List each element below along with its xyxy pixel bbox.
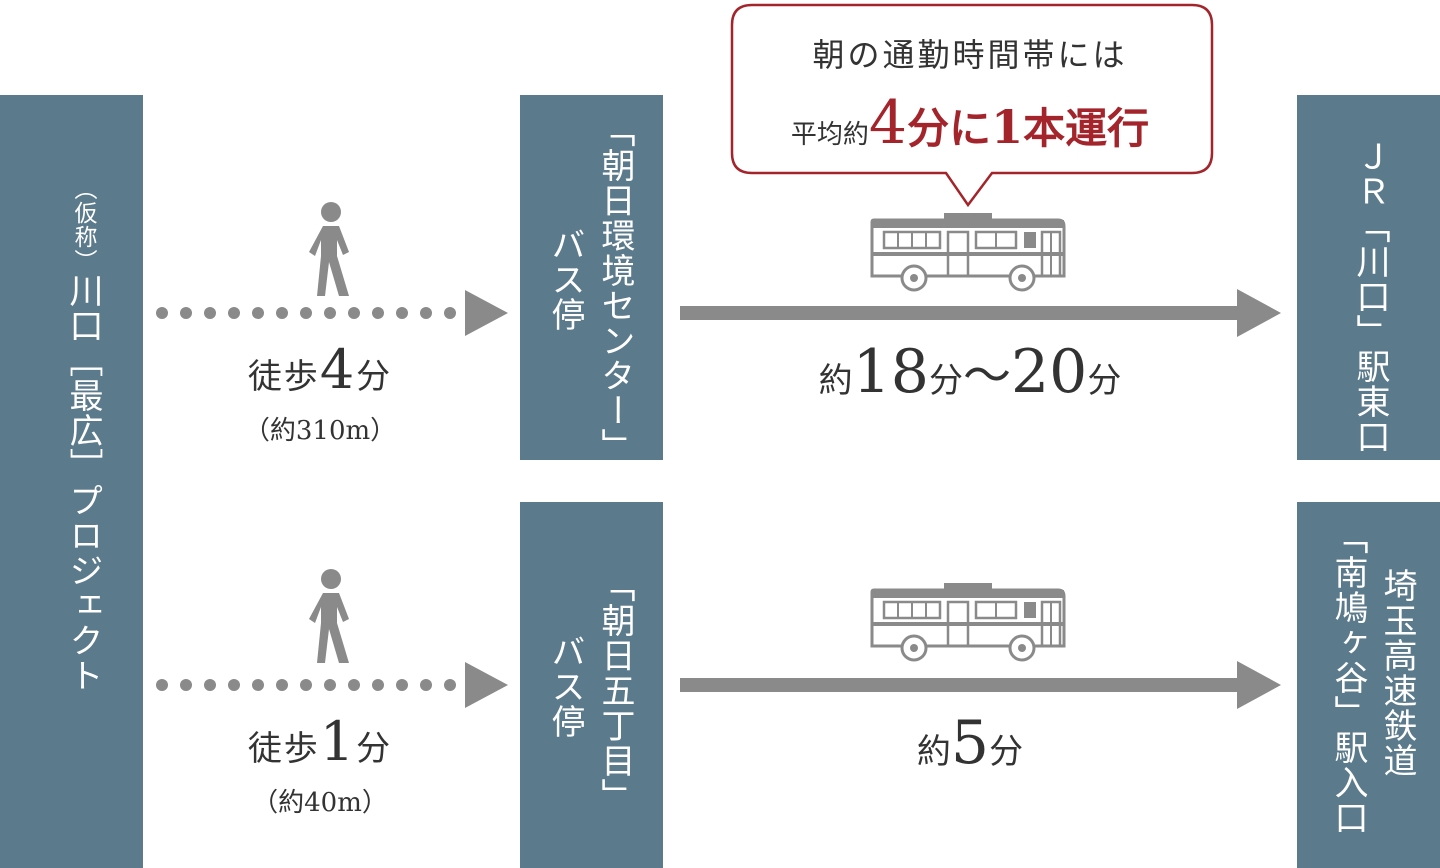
ride-value: 5 [950,708,990,778]
bus-icon [870,583,1066,662]
callout-line2: 平均約4分に1本運行 [735,88,1205,158]
callout-num2: 1 [991,100,1024,154]
walk-label: 徒歩 [247,357,320,397]
callout-line1: 朝の通勤時間帯には [812,36,1128,74]
bus-stop-bottom-box: 「朝日五丁目」 バス停 [520,502,663,868]
walk-minutes: 1 [319,710,357,773]
destination-bottom-box: 埼玉高速鉄道 「南鳩ヶ谷」駅入口 [1297,502,1440,868]
bus-stop-top-name: 「朝日環境センター」 [595,113,635,463]
ride-time-bottom: 約5分 [700,708,1240,778]
origin-prefix: （仮称） [70,177,96,273]
origin-label: （仮称）川口［最広］プロジェクト [63,177,103,693]
ride-time-top: 約18分～20分 [700,336,1240,407]
solid-arrow-bottom [680,661,1281,709]
solid-arrow-top [680,289,1281,337]
ride-unit2: 分 [1087,361,1122,401]
walk-distance-top: （約310m） [243,416,397,446]
callout-bubble [730,3,1214,208]
callout-pre: 平均約 [790,120,869,150]
bus-stop-bottom-name: 「朝日五丁目」 [595,568,635,813]
walk-unit: 分 [356,357,393,397]
destination-top-name: ＪＲ「川口」駅東口 [1350,139,1390,454]
ride-value: 18 [852,337,929,407]
walk-distance-bottom: （約40m） [252,788,388,818]
ride-unit: 分 [989,732,1024,772]
origin-box: （仮称）川口［最広］プロジェクト [0,95,143,868]
ride-value2: 20 [1011,337,1088,407]
pedestrian-icon [309,569,349,663]
origin-name: 川口［最広］プロジェクト [63,273,103,693]
bus-stop-top-type: バス停 [545,227,585,332]
walk-unit: 分 [356,729,393,769]
destination-top-box: ＪＲ「川口」駅東口 [1297,95,1440,460]
dotted-arrow-bottom [156,662,508,708]
bus-stop-bottom-type: バス停 [545,634,585,739]
bus-stop-top-box: 「朝日環境センター」 バス停 [520,95,663,463]
walk-minutes: 4 [319,338,357,401]
ride-tilde: ～ [962,348,1011,404]
walk-time-bottom: 徒歩1分 [180,710,460,773]
ride-unit: 分 [928,361,963,401]
destination-bottom-line2: 「南鳩ヶ谷」駅入口 [1328,520,1368,835]
callout-suffix-a: 分に [907,104,992,153]
ride-prefix: 約 [818,361,853,401]
bus-icon [870,213,1066,292]
callout-suffix-b: 本運行 [1023,104,1150,153]
dotted-arrow-top [156,290,508,336]
walk-time-top: 徒歩4分 [180,338,460,401]
destination-bottom-line1: 埼玉高速鉄道 [1377,568,1417,778]
callout-num: 4 [868,88,908,158]
ride-prefix: 約 [916,732,951,772]
pedestrian-icon [309,202,349,296]
walk-label: 徒歩 [247,729,320,769]
